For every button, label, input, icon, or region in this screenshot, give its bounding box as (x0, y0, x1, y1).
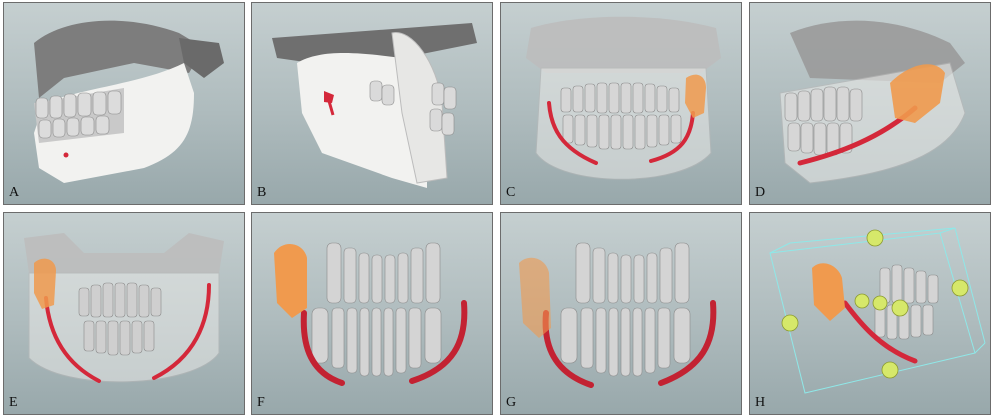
panel-a-render (34, 20, 224, 183)
panel-e: E (3, 212, 245, 415)
panel-f-render (274, 242, 468, 386)
panel-g-render (519, 242, 717, 388)
panel-label: B (257, 185, 267, 200)
panel-e-render (24, 233, 224, 383)
panel-c: C (500, 2, 742, 205)
panel-d-render (779, 20, 966, 184)
panel-h: H (749, 212, 991, 415)
panel-c-render (526, 16, 721, 180)
panel-label: D (755, 185, 766, 200)
panel-f: F (251, 212, 493, 415)
panel-d: D (749, 2, 991, 205)
panel-h-render (769, 227, 986, 394)
panel-a: A (3, 2, 245, 205)
panel-label: C (506, 185, 516, 200)
panel-b-render (272, 23, 477, 188)
panel-b: B (251, 2, 493, 205)
panel-label: A (9, 185, 20, 200)
panel-g: G (500, 212, 742, 415)
panel-label: G (506, 395, 517, 410)
panel-label: F (257, 395, 265, 410)
panel-label: H (755, 395, 766, 410)
panel-label: E (9, 395, 18, 410)
